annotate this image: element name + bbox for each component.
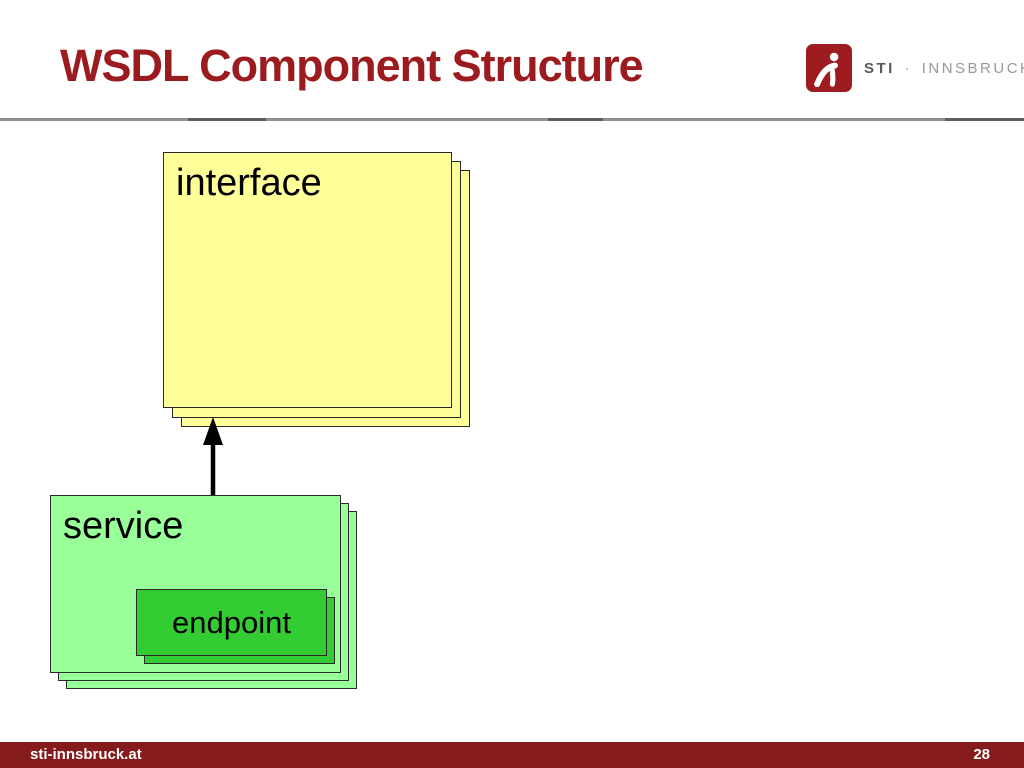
page-title: WSDL Component Structure: [60, 40, 644, 91]
interface-card: interface: [163, 152, 452, 408]
header-divider: [0, 118, 1024, 121]
footer-site-label: sti-innsbruck.at: [30, 746, 142, 763]
sti-innsbruck-logo: STI · INNSBRUCK: [806, 44, 1024, 92]
logo-text: STI · INNSBRUCK: [864, 60, 1024, 77]
divider-segment: [548, 118, 603, 121]
sti-running-figure-icon: [814, 52, 839, 87]
logo-separator: ·: [904, 59, 913, 77]
divider-segment: [945, 118, 1024, 121]
endpoint-card: endpoint: [136, 589, 327, 656]
footer-bar: sti-innsbruck.at 28: [0, 742, 1024, 768]
endpoint-label: endpoint: [172, 604, 291, 640]
interface-label: interface: [176, 162, 322, 204]
sti-logo-mark: [806, 44, 852, 92]
service-to-interface-arrow: [203, 417, 223, 495]
logo-city-label: INNSBRUCK: [921, 59, 1024, 77]
service-label: service: [63, 505, 184, 547]
divider-segment: [188, 118, 266, 121]
footer-page-number: 28: [973, 746, 990, 763]
logo-org-label: STI: [864, 59, 895, 77]
